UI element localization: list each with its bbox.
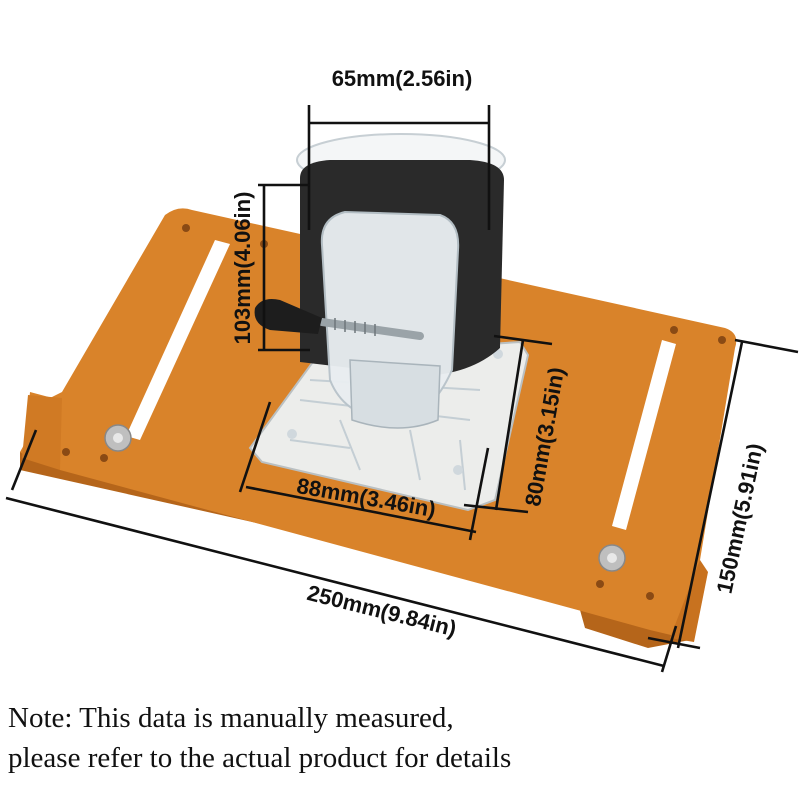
hole (718, 336, 726, 344)
router-sleeve (254, 133, 506, 429)
clamp-lever (254, 299, 322, 334)
label-plate-depth: 150mm(5.91in) (712, 441, 768, 596)
left-slot (126, 240, 230, 440)
clamp-screw (318, 318, 424, 340)
acrylic-hole (453, 465, 463, 475)
hole (182, 224, 190, 232)
measurement-note: Note: This data is manually measured, pl… (8, 698, 792, 778)
acrylic-ribs (289, 379, 481, 491)
hole (62, 448, 70, 456)
hole (596, 580, 604, 588)
left-knob (104, 424, 132, 452)
dimension-lines (5, 105, 799, 673)
right-knob (598, 544, 626, 572)
hole (670, 326, 678, 334)
right-slot (612, 340, 676, 530)
collet-cylinder (349, 359, 441, 429)
hole (646, 592, 654, 600)
hole (100, 454, 108, 462)
plate-left-flange (22, 395, 62, 470)
label-height: 103mm(4.06in) (230, 192, 255, 345)
label-top-width: 65mm(2.56in) (332, 66, 473, 91)
note-line-1: Note: This data is manually measured, (8, 702, 454, 734)
label-plate-width: 250mm(9.84in) (305, 580, 459, 641)
note-line-2: please refer to the actual product for d… (8, 742, 512, 774)
acrylic-hole (287, 429, 297, 439)
clamp-thread (334, 318, 376, 336)
